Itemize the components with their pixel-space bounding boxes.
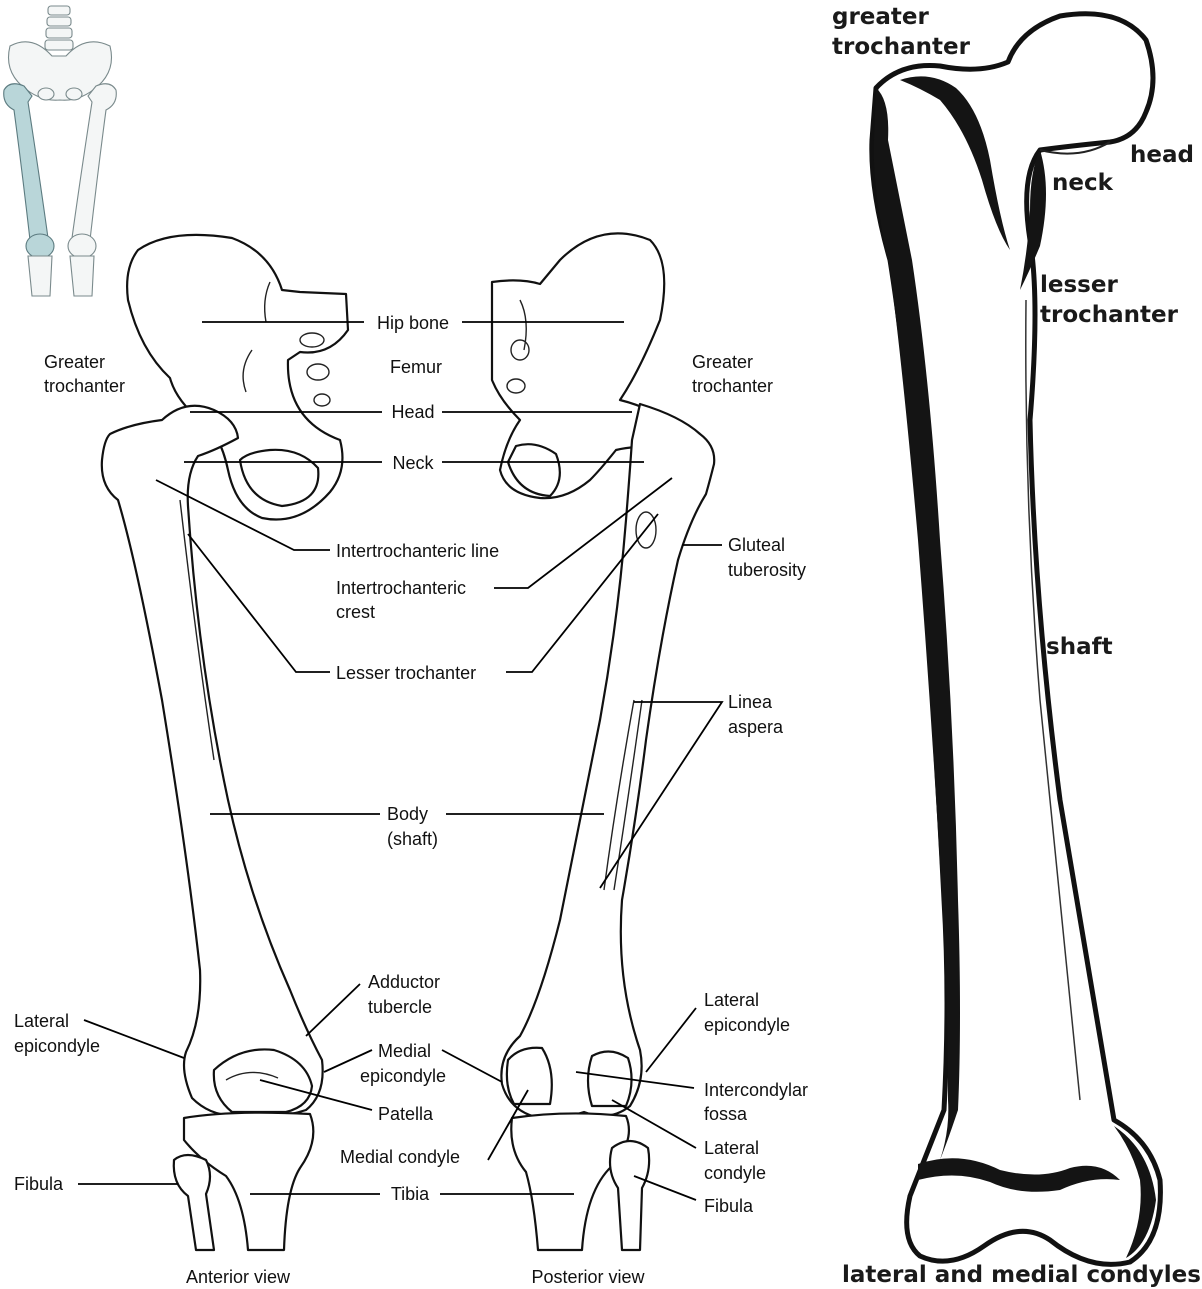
femur-label: Femur (390, 357, 442, 377)
leader-lines (78, 321, 724, 1201)
intertrochanteric-crest-label-1: Intertrochanteric (336, 578, 466, 598)
medial-epicondyle-label-1: Medial (378, 1041, 431, 1061)
neck-label-right: neck (1052, 170, 1114, 196)
adductor-tubercle-label-2: tubercle (368, 997, 432, 1017)
greater-trochanter-left-label-1: Greater (44, 352, 105, 372)
anterior-view-caption: Anterior view (186, 1267, 291, 1287)
intercondylar-fossa-label-2: fossa (704, 1104, 748, 1124)
lateral-condyle-label-1: Lateral (704, 1138, 759, 1158)
condyles-label-right: lateral and medial condyles (842, 1262, 1201, 1288)
lateral-epicondyle-right-label-2: epicondyle (704, 1015, 790, 1035)
intercondylar-fossa-label-1: Intercondylar (704, 1080, 808, 1100)
greater-trochanter-left-label-2: trochanter (44, 376, 125, 396)
body-shaft-label-1: Body (387, 804, 428, 824)
gluteal-tuberosity-label-1: Gluteal (728, 535, 785, 555)
neck-label: Neck (392, 453, 434, 473)
lateral-epicondyle-left-label-2: epicondyle (14, 1036, 100, 1056)
right-figure-labels: greater trochanter head neck lesser troc… (832, 4, 1201, 1288)
linea-aspera-label-1: Linea (728, 692, 773, 712)
linea-aspera-label-2: aspera (728, 717, 784, 737)
adductor-tubercle-label-1: Adductor (368, 972, 440, 992)
lateral-condyle-label-2: condyle (704, 1163, 766, 1183)
inset-skeleton-thumbnail (3, 5, 117, 297)
head-label-right: head (1130, 142, 1194, 168)
body-shaft-label-2: (shaft) (387, 829, 438, 849)
figure-labels: Hip bone Femur Head Neck Greater trochan… (14, 313, 808, 1287)
medial-epicondyle-label-2: epicondyle (360, 1066, 446, 1086)
medial-condyle-label: Medial condyle (340, 1147, 460, 1167)
greater-trochanter-label-2: trochanter (832, 34, 971, 60)
intertrochanteric-line-label: Intertrochanteric line (336, 541, 499, 561)
lesser-trochanter-label-2: trochanter (1040, 302, 1179, 328)
lateral-epicondyle-left-label-1: Lateral (14, 1011, 69, 1031)
lesser-trochanter-label-1: lesser (1040, 272, 1118, 298)
head-label: Head (391, 402, 434, 422)
posterior-view-caption: Posterior view (531, 1267, 645, 1287)
hip-bone-label: Hip bone (377, 313, 449, 333)
gluteal-tuberosity-label-2: tuberosity (728, 560, 806, 580)
greater-trochanter-label-1: greater (832, 4, 930, 30)
lesser-trochanter-label: Lesser trochanter (336, 663, 476, 683)
greater-trochanter-right-label-1: Greater (692, 352, 753, 372)
intertrochanteric-crest-label-2: crest (336, 602, 375, 622)
fibula-right-label: Fibula (704, 1196, 754, 1216)
shaft-label-right: shaft (1046, 634, 1113, 660)
greater-trochanter-right-label-2: trochanter (692, 376, 773, 396)
lateral-epicondyle-right-label-1: Lateral (704, 990, 759, 1010)
anterior-view-illustration (100, 233, 350, 1252)
patella-label: Patella (378, 1104, 434, 1124)
right-femur-illustration (869, 11, 1163, 1267)
fibula-left-label: Fibula (14, 1174, 64, 1194)
tibia-label: Tibia (391, 1184, 430, 1204)
posterior-view-illustration (490, 232, 716, 1252)
